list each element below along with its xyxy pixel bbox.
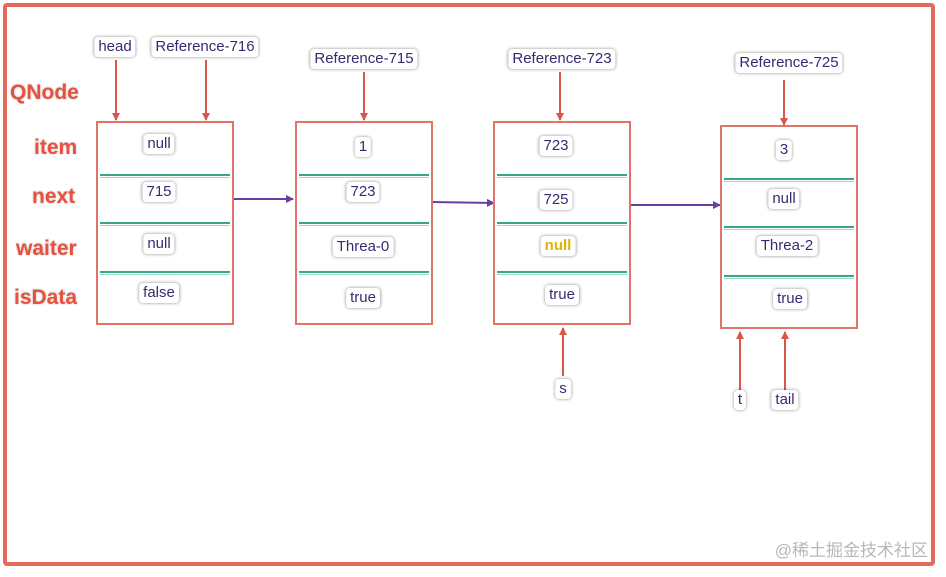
head-pointer-label: head [94,37,136,57]
node-2-next-value: 723 [346,182,380,202]
field-separator [724,275,854,279]
node-4-isdata-value: true [773,289,807,309]
next-link-arrow-2 [431,198,495,207]
next-row-label: next [32,185,76,208]
node-4-next-value: null [768,189,800,209]
field-separator [497,174,627,178]
node-3-waiter-value: null [540,236,576,256]
isdata-row-label: isData [14,286,78,309]
node-2-item-value: 1 [354,137,372,157]
node-1-isdata-value: false [139,283,179,303]
field-separator [100,174,230,178]
node-4-reference-label: Reference-725 [735,53,843,73]
node-2-isdata-value: true [346,288,380,308]
field-separator [299,174,429,178]
node-3-next-value: 725 [539,190,573,210]
node-1-next-value: 715 [142,182,176,202]
node-4-item-value: 3 [775,140,793,160]
tail-pointer-label: tail [771,390,799,410]
qnode-type-label: QNode [10,81,79,104]
field-separator [100,271,230,275]
node-4-waiter-value: Threa-2 [756,236,818,256]
node-1-reference-label: Reference-716 [151,37,259,57]
field-separator [100,222,230,226]
item-row-label: item [34,136,78,159]
t-pointer-label: t [733,390,747,410]
node-1-item-value: null [143,134,175,154]
s-pointer-label: s [555,379,571,399]
field-separator [497,271,627,275]
waiter-row-label: waiter [16,237,77,260]
node-2-waiter-value: Threa-0 [332,237,394,257]
node-2-reference-label: Reference-715 [310,49,418,69]
field-separator [497,222,627,226]
node-1-waiter-value: null [143,234,175,254]
field-separator [724,226,854,230]
field-separator [299,271,429,275]
field-separator [724,178,854,182]
watermark: @稀土掘金技术社区 [774,541,928,560]
node-3-isdata-value: true [545,285,579,305]
node-3-item-value: 723 [539,136,573,156]
node-3-reference-label: Reference-723 [508,49,616,69]
field-separator [299,222,429,226]
